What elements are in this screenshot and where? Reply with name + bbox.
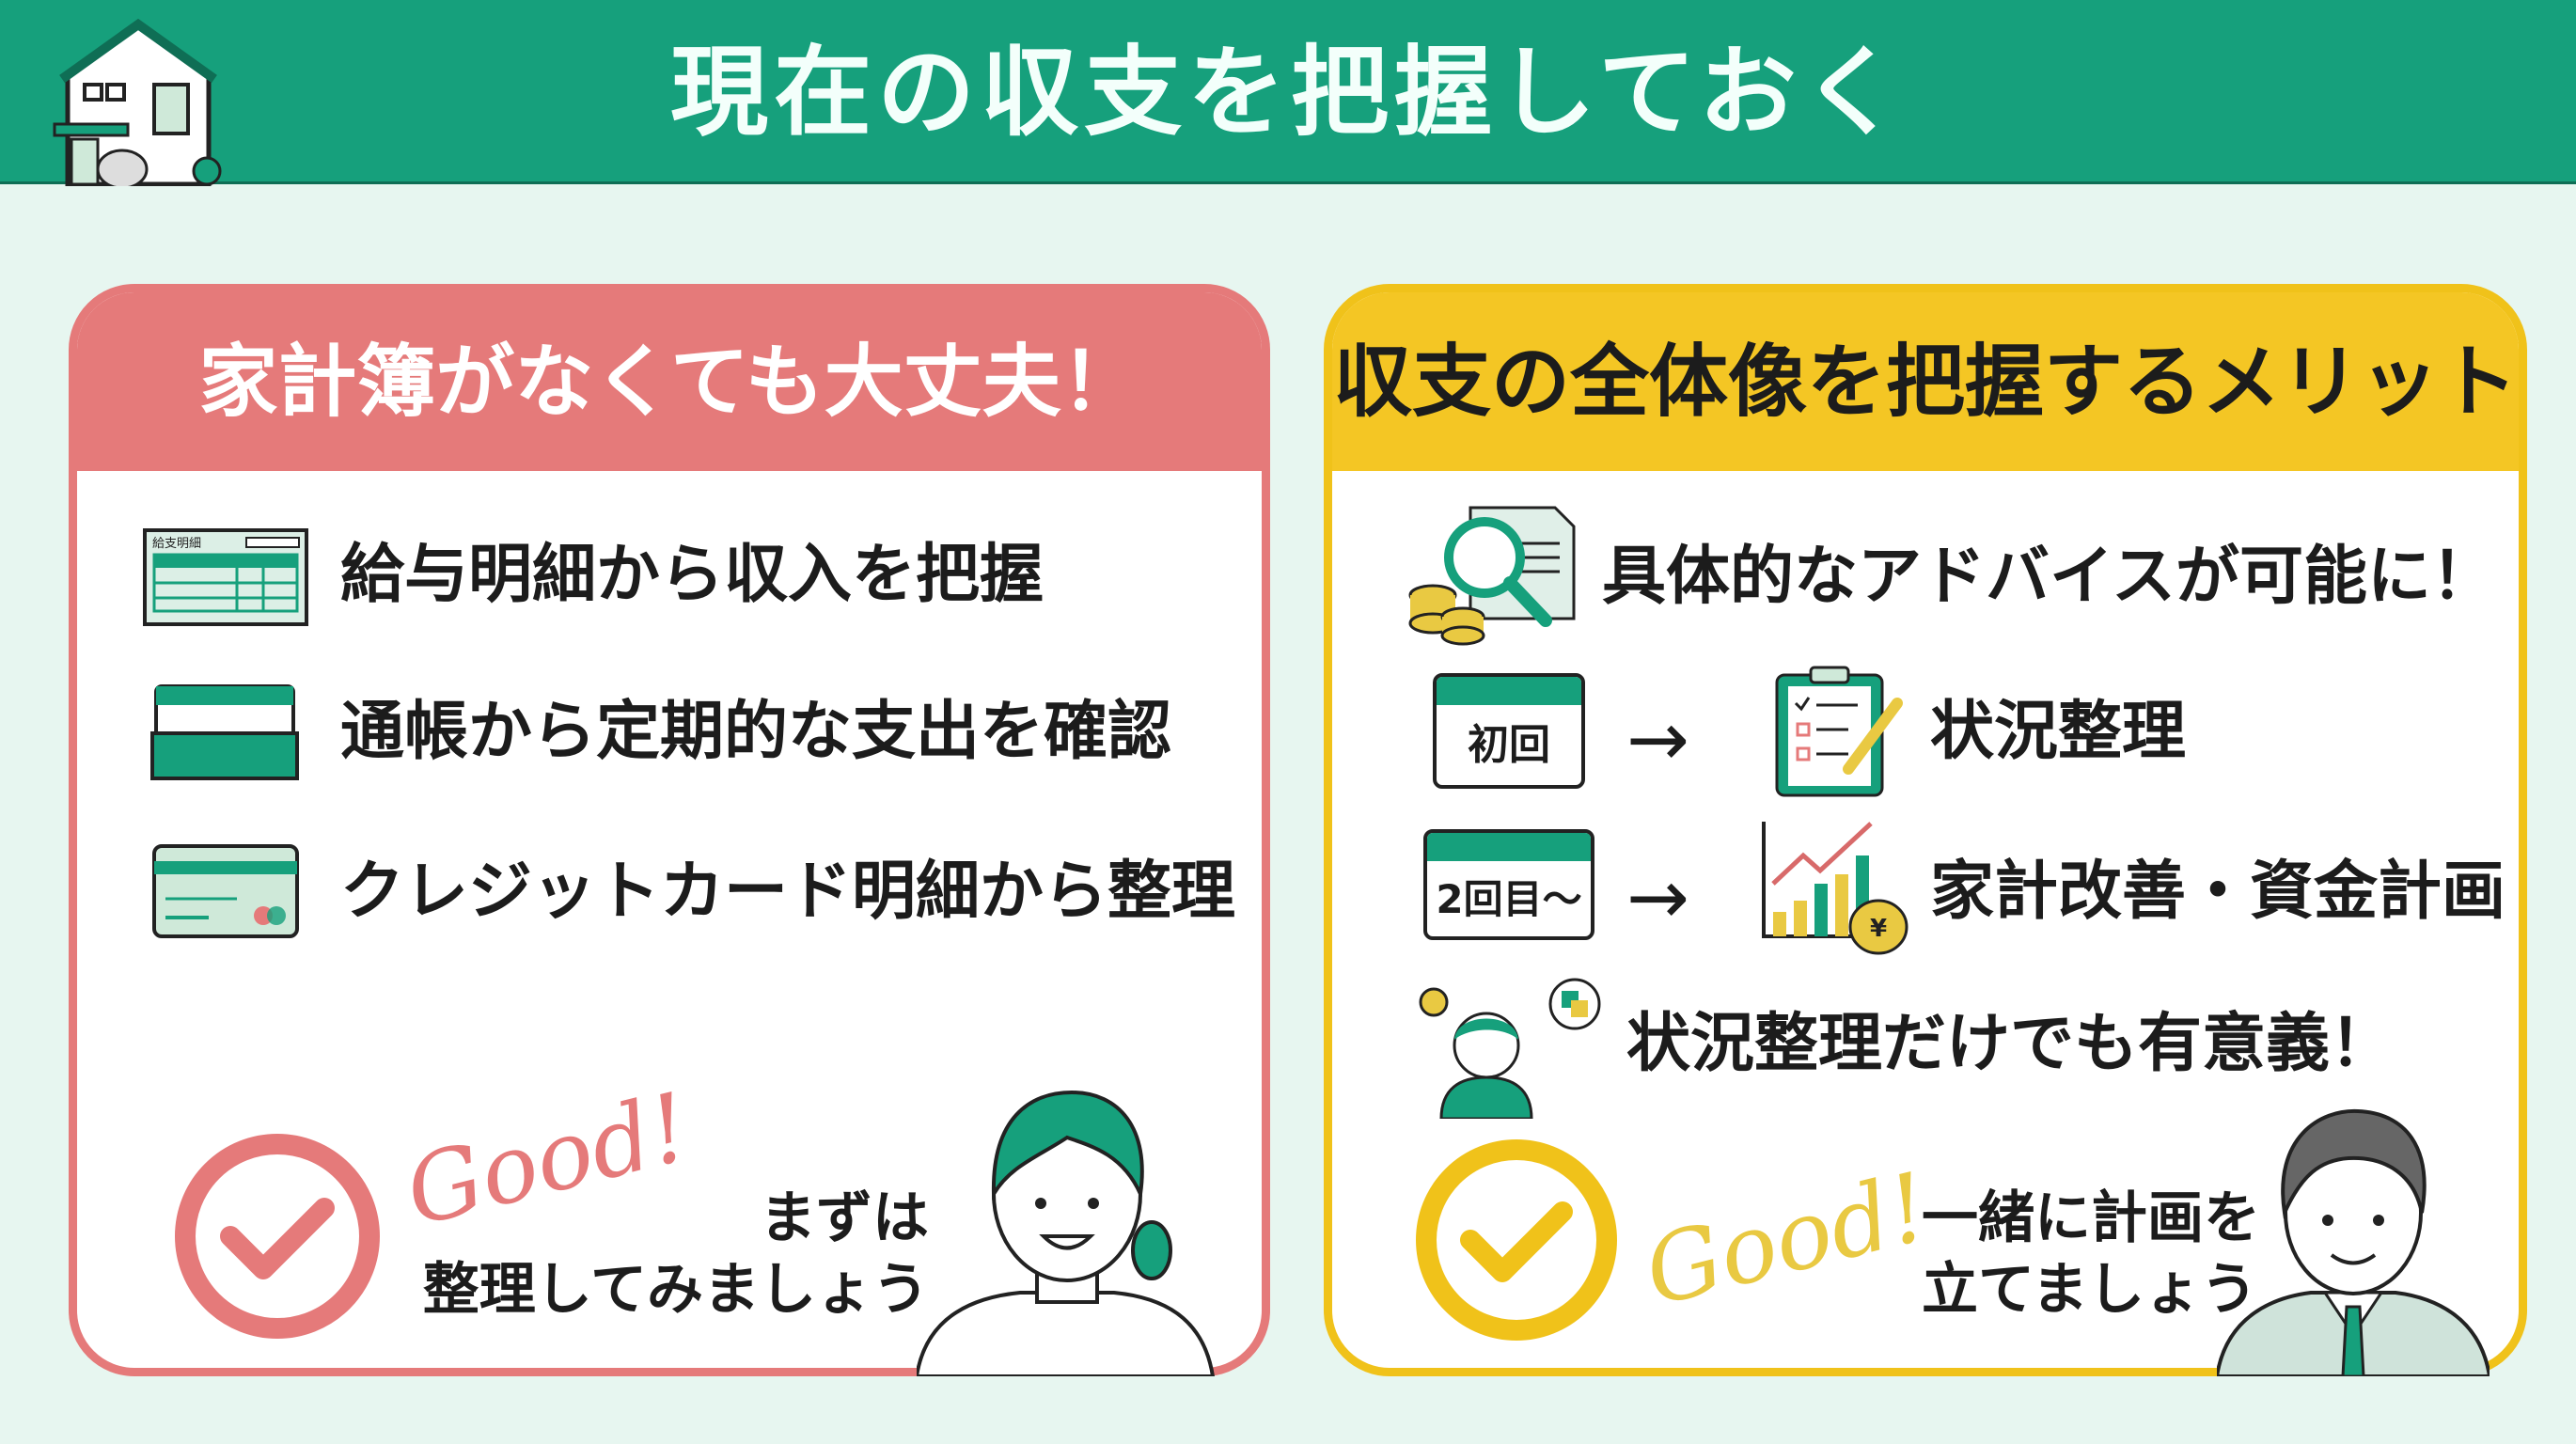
list-item-bankbook: 通帳から定期的な支出を確認 — [340, 695, 1172, 769]
check-circle-icon — [175, 1134, 380, 1339]
list-item-credit-card: クレジットカード明細から整理 — [340, 855, 1236, 929]
male-advisor-illustration — [2217, 1108, 2490, 1376]
calendar-first-label: 初回 — [1468, 721, 1550, 769]
yen-sign: ¥ — [1870, 915, 1887, 943]
right-message-line: 立てましょう — [1922, 1257, 2257, 1323]
woman-advisor-illustration — [917, 1090, 1216, 1376]
header-bar — [0, 0, 2576, 184]
calendar-second-icon: 2回目～ — [1423, 829, 1594, 940]
calendar-first-icon: 初回 — [1433, 673, 1585, 789]
right-message-line: 一緒に計画を — [1922, 1185, 2260, 1251]
left-card-title: 家計簿がなくても大丈夫！ — [77, 292, 1262, 471]
arrow-icon: → — [1626, 854, 1690, 941]
page-title: 現在の収支を把握しておく — [670, 35, 1906, 149]
left-message-line: 整理してみましょう — [422, 1257, 929, 1323]
left-message: まずは 整理してみましょう — [423, 1183, 929, 1326]
house-icon — [53, 19, 222, 186]
left-message-line: まずは — [760, 1185, 929, 1251]
payslip-icon-label: 給支明細 — [152, 537, 201, 551]
arrow-icon: → — [1626, 696, 1690, 783]
row2-label: 状況整理 — [1930, 695, 2187, 769]
row3-label: 家計改善・資金計画 — [1930, 855, 2506, 929]
bankbook-icon — [150, 684, 299, 780]
list-item-payslip: 給与明細から収入を把握 — [340, 538, 1045, 612]
check-circle-icon — [1416, 1139, 1617, 1341]
growth-chart-moneybag-icon: ¥ — [1762, 822, 1908, 955]
calendar-second-label: 2回目～ — [1436, 876, 1582, 922]
credit-card-icon — [152, 844, 299, 938]
person-lightbulb-icon — [1419, 978, 1601, 1119]
right-card-title: 収支の全体像を把握するメリット — [1332, 292, 2519, 471]
right-message: 一緒に計画を 立てましょう — [1922, 1183, 2260, 1326]
clipboard-checklist-icon — [1775, 666, 1903, 797]
payslip-icon: 給支明細 — [143, 528, 308, 626]
merit-item-worthwhile: 状況整理だけでも有意義！ — [1626, 1007, 2395, 1081]
merit-item-advice: 具体的なアドバイスが可能に！ — [1602, 540, 2495, 614]
magnifier-document-coins-icon — [1408, 506, 1576, 646]
